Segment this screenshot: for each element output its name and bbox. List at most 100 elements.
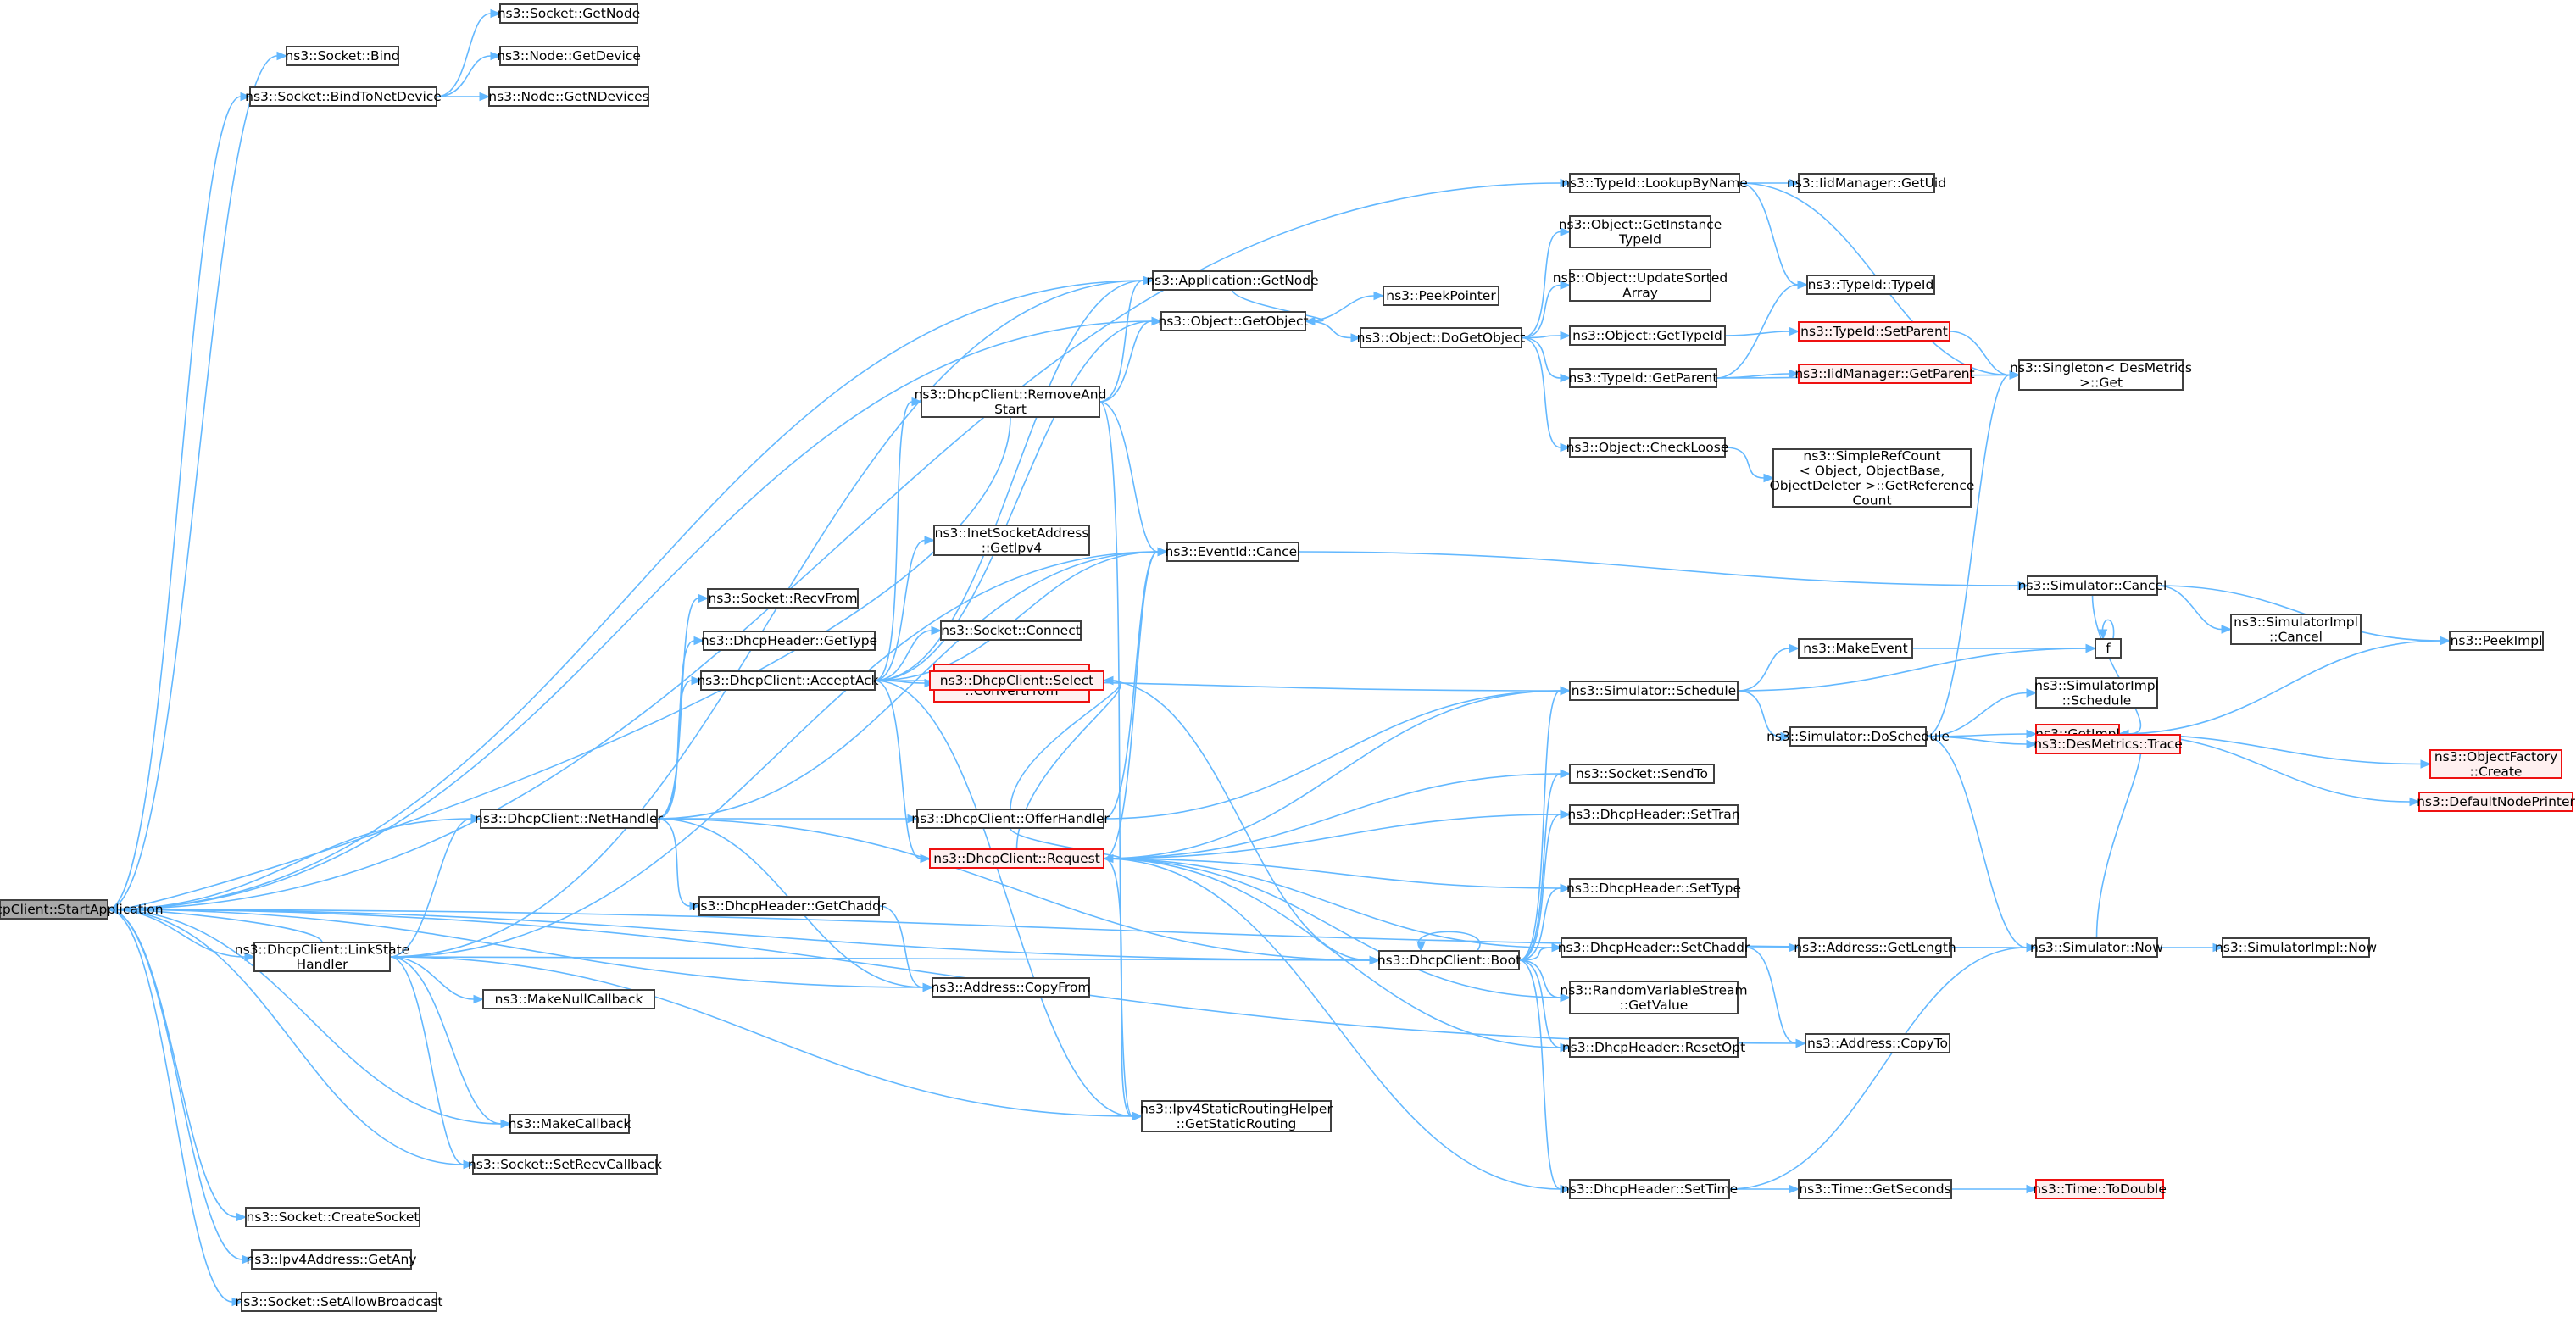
node-label: f [2106, 641, 2111, 656]
node-getany[interactable]: ns3::Ipv4Address::GetAny [246, 1249, 417, 1270]
node-simcancel[interactable]: ns3::Simulator::Cancel [2018, 575, 2167, 596]
node-label: ns3::Simulator::DoSchedule [1766, 729, 1950, 744]
node-simimplsched[interactable]: ns3::SimulatorImpl::Schedule [2034, 677, 2159, 709]
edge-arrowhead [1789, 1184, 1800, 1194]
node-copyfrom[interactable]: ns3::Address::CopyFrom [931, 977, 1091, 998]
node-getseconds[interactable]: ns3::Time::GetSeconds [1798, 1179, 1952, 1199]
node-defprinter[interactable]: ns3::DefaultNodePrinter [2417, 792, 2576, 812]
node-start[interactable]: ns3::DhcpClient::StartApplication [0, 899, 164, 920]
node-makenullcb[interactable]: ns3::MakeNullCallback [482, 989, 655, 1009]
edge-arrowhead [1789, 643, 1800, 653]
node-allowbcast[interactable]: ns3::Socket::SetAllowBroadcast [235, 1292, 443, 1312]
node-ngetndev[interactable]: ns3::Node::GetNDevices [488, 86, 649, 107]
node-iidgetparent[interactable]: ns3::IidManager::GetParent [1794, 364, 1975, 384]
node-sgetnode[interactable]: ns3::Socket::GetNode [498, 3, 641, 24]
node-objfactory[interactable]: ns3::ObjectFactory::Create [2429, 749, 2562, 780]
node-createsocket[interactable]: ns3::Socket::CreateSocket [245, 1207, 420, 1227]
node-trace[interactable]: ns3::DesMetrics::Trace [2034, 734, 2183, 754]
node-request[interactable]: ns3::DhcpClient::Request [929, 848, 1104, 869]
edge-arrowhead [1560, 442, 1572, 453]
node-hgettype[interactable]: ns3::DhcpHeader::GetType [701, 631, 877, 651]
node-label: ObjectDeleter >::GetReference [1770, 478, 1975, 493]
edge-line [1518, 690, 1561, 961]
node-boot[interactable]: ns3::DhcpClient::Boot [1377, 950, 1521, 970]
edge-arrowhead [242, 1254, 253, 1265]
node-simimplcancel[interactable]: ns3::SimulatorImpl::Cancel [2230, 614, 2362, 645]
node-label: ns3::DhcpClient::Boot [1377, 953, 1521, 968]
node-settype[interactable]: ns3::DhcpHeader::SetType [1566, 878, 1741, 898]
node-peekimpl[interactable]: ns3::PeekImpl [2449, 631, 2544, 651]
node-getlength[interactable]: ns3::Address::GetLength [1794, 937, 1956, 958]
edge-line [878, 905, 924, 988]
node-box [1569, 804, 1739, 825]
node-ogettypeid[interactable]: ns3::Object::GetTypeId [1569, 325, 1726, 346]
node-recvfrom[interactable]: ns3::Socket::RecvFrom [707, 588, 859, 609]
node-label: ns3::DhcpClient::RemoveAnd [915, 386, 1107, 402]
node-staticrouting[interactable]: ns3::Ipv4StaticRoutingHelper::GetStaticR… [1140, 1100, 1333, 1132]
node-dogetobj[interactable]: ns3::Object::DoGetObject [1357, 327, 1526, 348]
node-peekptr[interactable]: ns3::PeekPointer [1383, 286, 1499, 306]
edge-arrowhead [1560, 373, 1572, 383]
node-settran[interactable]: ns3::DhcpHeader::SetTran [1567, 804, 1740, 825]
node-label: ns3::TypeId::LookupByName [1561, 175, 1748, 191]
node-box [2230, 614, 2362, 645]
node-evcancel[interactable]: ns3::EventId::Cancel [1166, 542, 1301, 562]
edge-line [107, 55, 278, 910]
node-getipv4[interactable]: ns3::InetSocketAddress::GetIpv4 [933, 525, 1090, 556]
edge-start-to-getany [107, 909, 253, 1265]
node-appgetnode[interactable]: ns3::Application::GetNode [1146, 270, 1319, 291]
node-setrecvcb[interactable]: ns3::Socket::SetRecvCallback [468, 1154, 662, 1175]
edge-getseconds-to-todouble [1950, 1184, 2038, 1194]
node-resetopt[interactable]: ns3::DhcpHeader::ResetOpt [1562, 1037, 1745, 1058]
node-makecb[interactable]: ns3::MakeCallback [509, 1114, 631, 1134]
node-offerhandler[interactable]: ns3::DhcpClient::OfferHandler [911, 809, 1110, 829]
edge-arrowhead [922, 982, 934, 992]
node-simimplnow[interactable]: ns3::SimulatorImpl::Now [2215, 937, 2377, 958]
node-doschedule[interactable]: ns3::Simulator::DoSchedule [1766, 726, 1950, 747]
node-refcount[interactable]: ns3::SimpleRefCount< Object, ObjectBase,… [1770, 448, 1975, 509]
node-schedule[interactable]: ns3::Simulator::Schedule [1569, 681, 1739, 701]
edge-arrowhead [2009, 370, 2021, 380]
node-select[interactable]: ns3::DhcpClient::Select [929, 670, 1104, 691]
edge-line [1099, 401, 1159, 553]
node-singleton[interactable]: ns3::Singleton< DesMetrics>::Get [2010, 359, 2192, 391]
node-connect[interactable]: ns3::Socket::Connect [940, 620, 1082, 641]
node-label: ns3::DhcpHeader::GetType [701, 633, 877, 648]
node-label: ns3::Socket::GetNode [498, 6, 641, 21]
node-lookup[interactable]: ns3::TypeId::LookupByName [1561, 173, 1748, 193]
edge-line [1103, 690, 1561, 859]
node-setchaddr[interactable]: ns3::DhcpHeader::SetChaddr [1558, 937, 1750, 958]
node-label: Count [1852, 492, 1891, 508]
node-getobject[interactable]: ns3::Object::GetObject [1158, 311, 1309, 331]
node-setparent[interactable]: ns3::TypeId::SetParent [1798, 321, 1950, 342]
node-box [2027, 575, 2158, 596]
edge-arrowhead [1151, 316, 1163, 326]
node-f[interactable]: f [2095, 638, 2122, 659]
node-box [286, 46, 399, 66]
node-rvsgetvalue[interactable]: ns3::RandomVariableStream::GetValue [1560, 981, 1748, 1014]
node-todouble[interactable]: ns3::Time::ToDouble [2033, 1179, 2167, 1199]
edge-arrowhead [920, 853, 932, 864]
edge-arrowhead [1560, 769, 1572, 779]
node-simnow[interactable]: ns3::Simulator::Now [2030, 937, 2163, 958]
node-typeidctor[interactable]: ns3::TypeId::TypeId [1806, 275, 1935, 295]
node-acceptack[interactable]: ns3::DhcpClient::AcceptAck [697, 670, 879, 691]
node-sbindnd[interactable]: ns3::Socket::BindToNetDevice [245, 86, 442, 107]
node-sbind[interactable]: ns3::Socket::Bind [285, 46, 400, 66]
node-ngetdev[interactable]: ns3::Node::GetDevice [497, 46, 641, 66]
node-sendto[interactable]: ns3::Socket::SendTo [1569, 764, 1715, 784]
node-checkloose[interactable]: ns3::Object::CheckLoose [1566, 437, 1729, 458]
edge-line [107, 909, 924, 988]
node-settime[interactable]: ns3::DhcpHeader::SetTime [1561, 1179, 1738, 1199]
node-box [1805, 1033, 1950, 1053]
node-getchaddr[interactable]: ns3::DhcpHeader::GetChaddr [693, 896, 887, 916]
node-tgetparent[interactable]: ns3::TypeId::GetParent [1569, 368, 1718, 388]
node-makeevent[interactable]: ns3::MakeEvent [1798, 638, 1913, 659]
node-nethandler[interactable]: ns3::DhcpClient::NetHandler [475, 809, 664, 829]
node-copyto[interactable]: ns3::Address::CopyTo [1805, 1033, 1950, 1053]
node-iidgetuid[interactable]: ns3::IidManager::GetUid [1787, 173, 1946, 193]
